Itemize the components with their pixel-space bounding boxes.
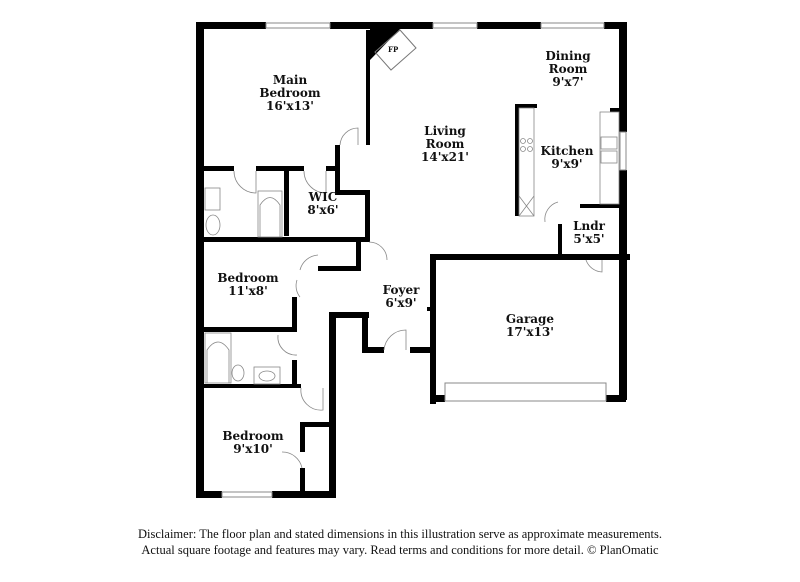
room-name: Main (272, 73, 308, 87)
room-name: Foyer (382, 283, 420, 297)
room-dimensions: 16'x13' (266, 99, 314, 113)
room-label-foyer: Foyer 6'x9' (383, 284, 420, 310)
room-name: Kitchen (540, 144, 594, 158)
room-dimensions: 9'x10' (233, 442, 273, 456)
room-label-main-bedroom: Main Bedroom 16'x13' (259, 74, 320, 113)
room-name: WIC (308, 190, 338, 204)
room-dimensions: 14'x21' (421, 150, 469, 164)
room-name: Bedroom (222, 429, 284, 443)
room-name: Living (424, 124, 466, 138)
room-label-laundry: Lndr 5'x5' (573, 220, 605, 246)
fireplace (374, 29, 417, 71)
disclaimer: Disclaimer: The floor plan and stated di… (0, 526, 800, 558)
room-name: Room (425, 137, 465, 151)
kitchen-fixtures (518, 107, 620, 217)
room-name: Garage (505, 312, 555, 326)
bath-fixtures (204, 187, 283, 385)
room-dimensions: 6'x9' (385, 296, 417, 310)
room-name: Room (548, 62, 588, 76)
room-label-garage: Garage 17'x13' (506, 313, 554, 339)
room-name: Dining (545, 49, 591, 63)
room-label-living-room: Living Room 14'x21' (421, 125, 469, 164)
room-label-bedroom-3: Bedroom 9'x10' (222, 430, 283, 456)
disclaimer-line-1: Disclaimer: The floor plan and stated di… (138, 527, 662, 541)
room-name: Lndr (573, 219, 605, 233)
room-dimensions: 11'x8' (228, 284, 268, 298)
room-dimensions: 9'x7' (552, 75, 584, 89)
disclaimer-line-2: Actual square footage and features may v… (141, 543, 659, 557)
walls (196, 22, 630, 498)
room-dimensions: 9'x9' (551, 157, 583, 171)
room-dimensions: 5'x5' (573, 232, 605, 246)
room-dimensions: 17'x13' (506, 325, 554, 339)
room-label-kitchen: Kitchen 9'x9' (541, 145, 594, 171)
door-swings (233, 127, 603, 469)
room-dimensions: 8'x6' (307, 203, 339, 217)
room-label-wic: WIC 8'x6' (307, 191, 338, 217)
room-name: Bedroom (217, 271, 279, 285)
fireplace-label: FP (388, 45, 399, 54)
windows (221, 22, 627, 498)
room-label-dining-room: Dining Room 9'x7' (545, 50, 590, 89)
room-label-bedroom-2: Bedroom 11'x8' (217, 272, 278, 298)
room-name: Bedroom (259, 86, 321, 100)
